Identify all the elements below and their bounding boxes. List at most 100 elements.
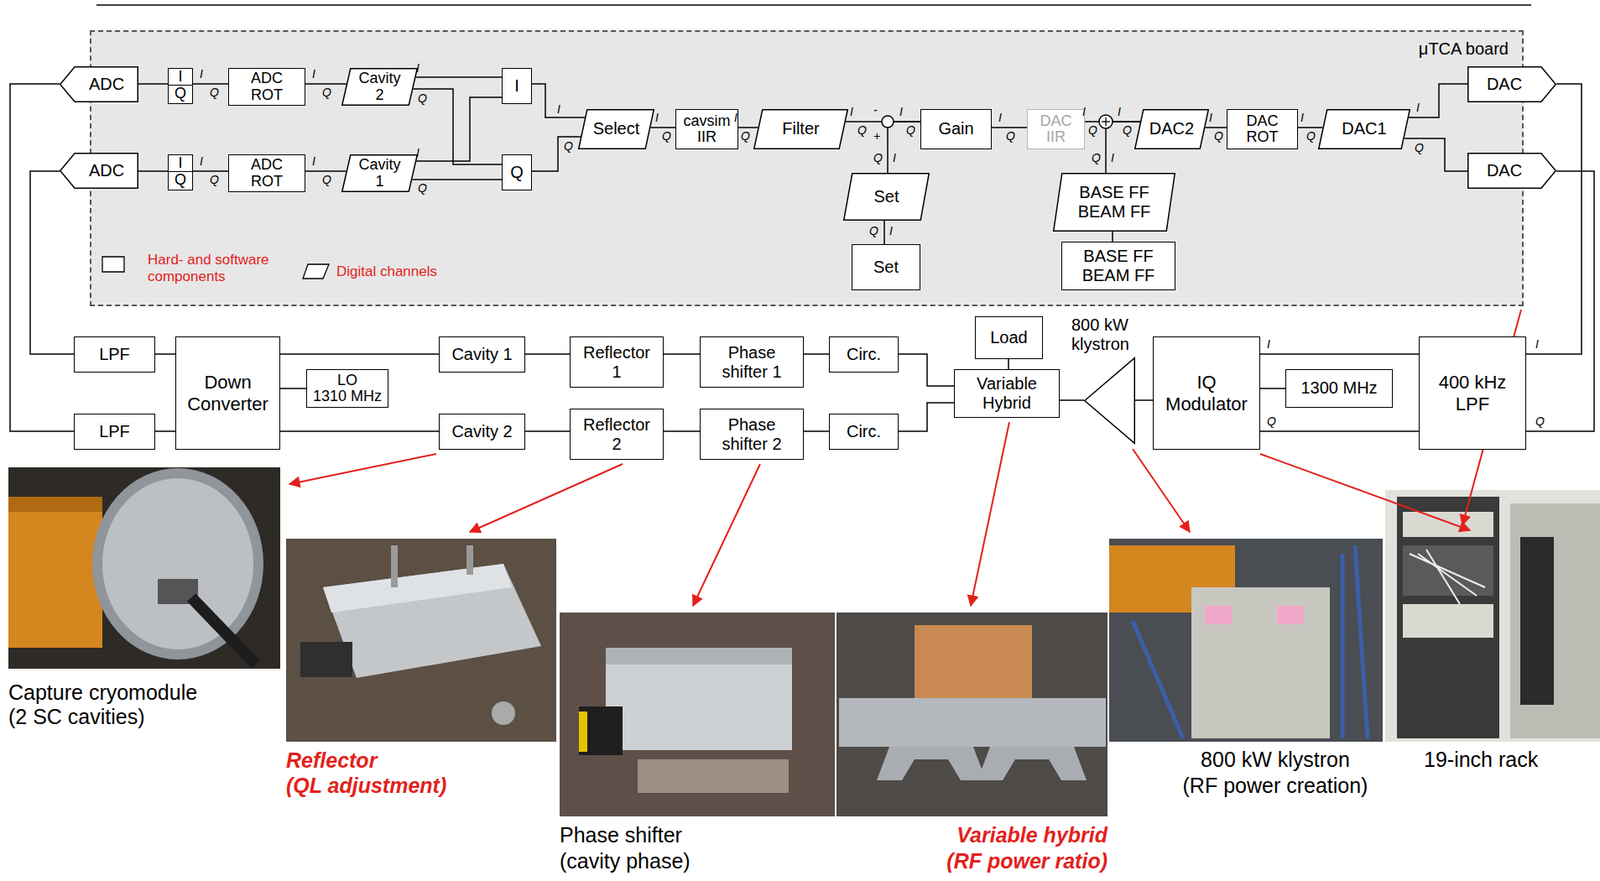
photo-caption: Variable hybrid bbox=[956, 823, 1108, 848]
component-box: Q bbox=[501, 154, 532, 191]
node-label: Q bbox=[510, 163, 524, 183]
signal-name: Q bbox=[1091, 151, 1101, 165]
cavity-box: Cavity 1 bbox=[438, 336, 526, 373]
signal-wire bbox=[1297, 126, 1323, 129]
signal-wire bbox=[525, 353, 570, 355]
signal-wire bbox=[411, 178, 502, 181]
signal-wire bbox=[1007, 359, 1010, 370]
reflector-photo bbox=[286, 538, 557, 742]
signal-wire bbox=[531, 136, 581, 172]
signal-wire bbox=[416, 97, 502, 162]
signal-wire bbox=[1260, 353, 1419, 355]
photo-caption: (RF power ratio) bbox=[946, 849, 1108, 874]
node-label: ADC bbox=[88, 75, 125, 94]
signal-name: I bbox=[1117, 104, 1121, 119]
signal-wire bbox=[1111, 231, 1114, 242]
signal-wire bbox=[138, 170, 168, 172]
legend-text: Digital channels bbox=[336, 263, 438, 281]
node-label: Cavity 1 bbox=[356, 156, 404, 190]
dac-converter: DAC bbox=[1467, 152, 1557, 189]
node-label: 800 kW klystron bbox=[1071, 315, 1136, 355]
photo-caption: (2 SC cavities) bbox=[8, 704, 146, 730]
top-rule bbox=[96, 4, 1532, 6]
oscillator-box: 1300 MHz bbox=[1285, 369, 1393, 408]
node-label: Reflector 1 bbox=[580, 343, 653, 382]
signal-name: I bbox=[655, 110, 659, 125]
pentagon-outline bbox=[1468, 67, 1557, 103]
signal-wire bbox=[412, 88, 502, 165]
rotation-box: ADC ROT bbox=[228, 67, 306, 106]
node-label: BASE FF bbox=[1078, 182, 1149, 203]
photo-caption: 19-inch rack bbox=[1423, 747, 1538, 772]
parallelogram-outline bbox=[1053, 173, 1176, 232]
rotation-box: DAC ROT bbox=[1226, 109, 1298, 150]
signal-name: Q bbox=[417, 91, 428, 105]
rotation-box: ADC ROT bbox=[228, 154, 306, 193]
filter-box: LPF bbox=[73, 413, 156, 450]
node-label: Set bbox=[873, 187, 899, 207]
signal-name: Q bbox=[1005, 129, 1016, 143]
node-label: I bbox=[168, 68, 193, 86]
signal-name: I bbox=[416, 145, 420, 160]
signal-name: I bbox=[199, 154, 204, 168]
filter-box: DAC IIR bbox=[1026, 109, 1085, 150]
dac-converter: DAC bbox=[1467, 66, 1557, 103]
digital-channel: DAC1 bbox=[1318, 109, 1411, 150]
signal-wire bbox=[1260, 430, 1419, 433]
node-label: 400 kHz LPF bbox=[1435, 371, 1510, 415]
hybrid-photo bbox=[836, 612, 1108, 817]
signal-wire bbox=[280, 430, 439, 433]
signal-wire bbox=[1404, 138, 1468, 172]
signal-wire bbox=[416, 76, 502, 79]
triangle-outline bbox=[1084, 358, 1136, 444]
signal-name: Q bbox=[1535, 414, 1545, 428]
node-label: Cavity 1 bbox=[451, 345, 512, 365]
signal-wire bbox=[305, 170, 347, 172]
circulator-box: Circ. bbox=[828, 413, 899, 450]
signal-wire bbox=[1135, 399, 1153, 402]
node-label: Set bbox=[873, 258, 899, 277]
signal-wire bbox=[803, 353, 829, 355]
reflector-box: Reflector 2 bbox=[569, 408, 664, 460]
hybrid-box: Variable Hybrid bbox=[953, 369, 1060, 418]
signal-wire bbox=[305, 83, 347, 85]
node-label: DAC2 bbox=[1149, 119, 1194, 139]
signal-wire bbox=[650, 126, 676, 129]
cavity-box: Cavity 2 bbox=[438, 413, 526, 450]
signal-name: Q bbox=[209, 172, 219, 187]
signal-wire bbox=[887, 121, 921, 173]
signal-name: Q bbox=[1414, 140, 1424, 155]
leader-line bbox=[289, 309, 1522, 606]
signal-wire bbox=[663, 353, 700, 355]
signal-name: I bbox=[1082, 104, 1086, 119]
node-label: Reflector 2 bbox=[580, 415, 653, 454]
signal-wire bbox=[138, 83, 168, 85]
node-label: BEAM FF bbox=[1082, 265, 1156, 286]
subtract-junction bbox=[881, 115, 894, 128]
reflector-box: Reflector 1 bbox=[569, 336, 664, 388]
board-region: μTCA boardIQADC ROTCavity 2ISelectcavsim… bbox=[89, 30, 1524, 307]
signal-name: Q bbox=[322, 172, 332, 187]
klystron-amplifier: 800 kW klystron bbox=[1084, 357, 1136, 444]
node-label: ADC ROT bbox=[244, 156, 290, 190]
node-label: Gain bbox=[938, 119, 974, 139]
parallelogram-outline bbox=[578, 109, 655, 150]
node-label: LO bbox=[337, 372, 358, 389]
setpoint-channel: Set bbox=[843, 172, 930, 221]
board-ground bbox=[89, 30, 1524, 307]
signal-name: I bbox=[892, 151, 897, 165]
feedforward-box: BASE FFBEAM FF bbox=[1061, 241, 1176, 291]
legend-swatch bbox=[102, 256, 125, 272]
signal-wire bbox=[280, 353, 439, 355]
feedforward-channel: BASE FFBEAM FF bbox=[1052, 172, 1176, 232]
signal-wire bbox=[803, 430, 829, 433]
node-label: I bbox=[514, 77, 520, 96]
node-label: Load bbox=[990, 328, 1028, 348]
adc-converter: ADC bbox=[59, 152, 139, 189]
signal-name: Q bbox=[857, 123, 867, 137]
node-label: 1300 MHz bbox=[1300, 379, 1377, 398]
legend-swatch bbox=[302, 263, 330, 280]
mixer-box: Down Converter bbox=[175, 336, 281, 450]
node-label: DAC bbox=[1486, 161, 1522, 181]
legend-text: Hard- and software components bbox=[147, 251, 277, 285]
